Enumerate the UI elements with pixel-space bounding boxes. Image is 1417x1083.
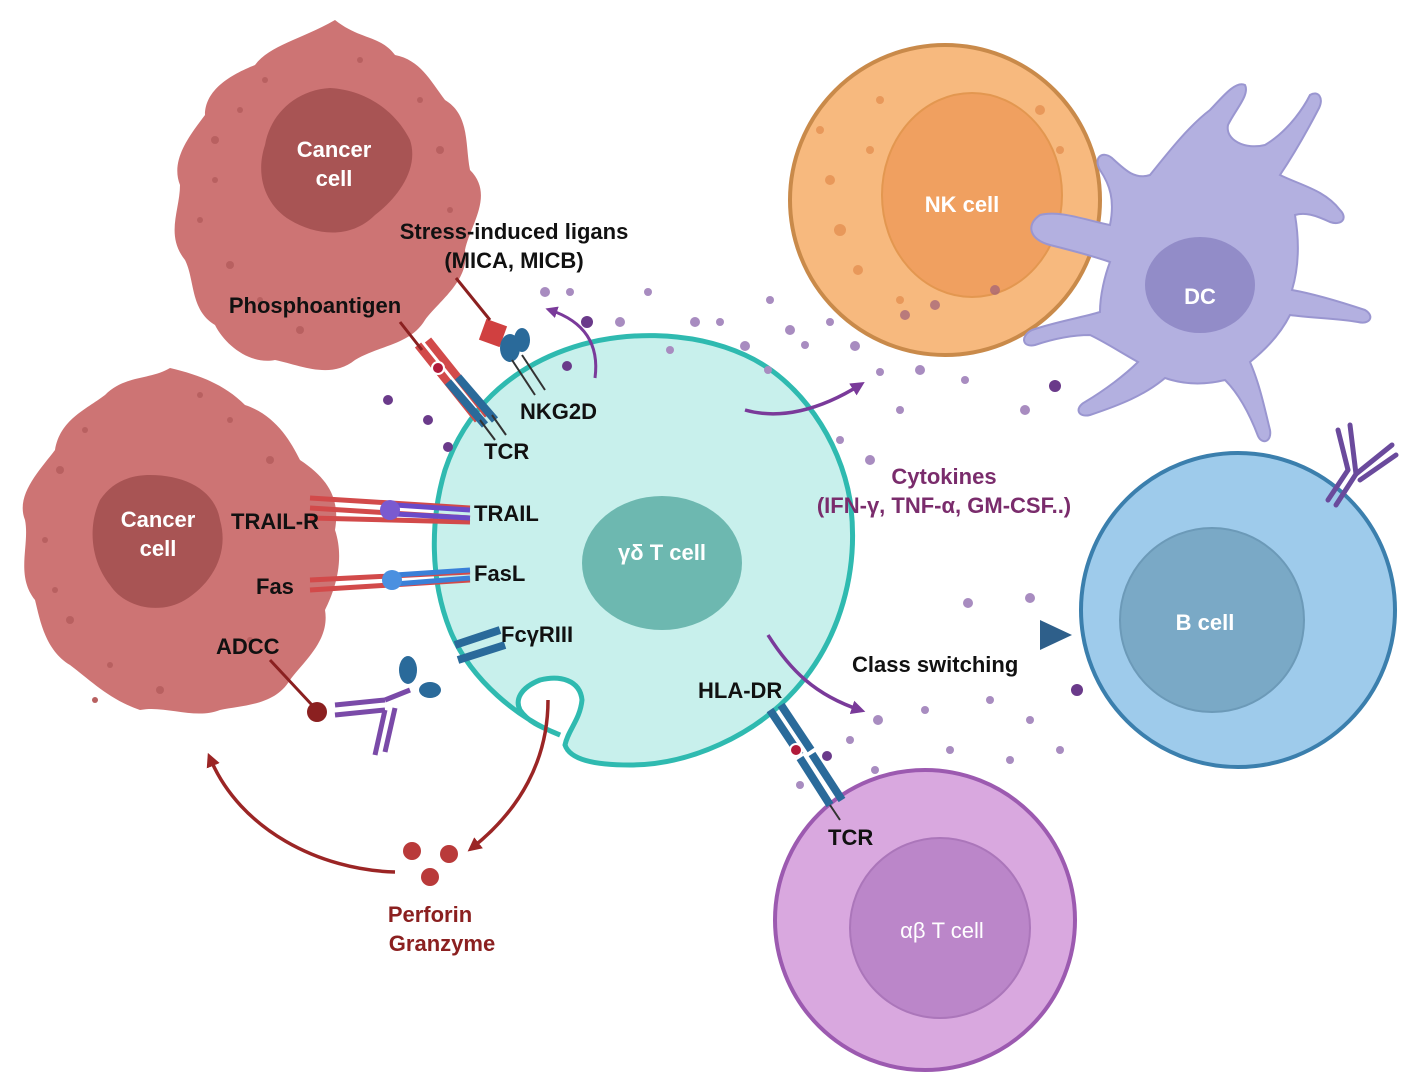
phosphoantigen-pointer xyxy=(398,321,424,351)
cancer-cell-top-granules xyxy=(197,57,453,334)
nk-cell: NK cell xyxy=(788,43,1102,357)
tcr-left-label: TCR xyxy=(484,439,529,464)
dendritic-cell: DC xyxy=(1023,83,1372,443)
b-cell-label: B cell xyxy=(1176,610,1235,635)
cancer-cell-left-granules xyxy=(42,392,274,703)
class-switching-label: Class switching xyxy=(852,652,1018,677)
cytokine-particles-dark xyxy=(383,316,1083,761)
fas-receptor xyxy=(309,567,471,593)
nk-cell-granules xyxy=(816,96,1064,304)
cancer-cell-top-nucleus xyxy=(261,88,413,233)
granzyme-label: Granzyme xyxy=(389,931,495,956)
trail-receptor xyxy=(309,495,471,525)
cancer-cell-left-label-2: cell xyxy=(140,536,177,561)
stress-ligands-label-1: Stress-induced ligans xyxy=(400,219,629,244)
cytokine-particles xyxy=(540,287,1064,789)
fas-label: Fas xyxy=(256,574,294,599)
trail-label: TRAIL xyxy=(474,501,539,526)
gd-t-cell-nucleus xyxy=(582,496,742,630)
nk-cell-nucleus xyxy=(881,92,1063,298)
nkg2d-receptor xyxy=(478,318,546,396)
gd-t-cell-label: γδ T cell xyxy=(618,540,706,565)
stress-ligands-label-2: (MICA, MICB) xyxy=(444,248,583,273)
arrow-to-nk-cell xyxy=(744,382,865,416)
cancer-cell-top-label-1: Cancer xyxy=(297,137,372,162)
fasl-label: FasL xyxy=(474,561,525,586)
adcc-pointer xyxy=(268,658,327,722)
arrow-to-cytokines-up xyxy=(545,306,598,379)
fcgriii-label: FcγRIII xyxy=(501,622,573,647)
ab-t-cell: αβ T cell xyxy=(773,768,1077,1072)
cancer-cell-top: Cancer cell xyxy=(174,20,481,371)
b-cell: B cell xyxy=(1079,422,1399,769)
nk-cell-dark-granules xyxy=(900,285,1000,320)
cancer-cell-left-nucleus xyxy=(92,475,223,608)
cancer-cell-top-label-2: cell xyxy=(316,166,353,191)
tcr-receptor-left xyxy=(414,337,507,441)
cytokines-label-2: (IFN-γ, TNF-α, GM-CSF..) xyxy=(817,493,1071,518)
stress-pointer xyxy=(454,277,492,321)
perforin-granules xyxy=(403,842,458,886)
trail-r-label: TRAIL-R xyxy=(231,509,319,534)
dendritic-cell-label: DC xyxy=(1184,284,1216,309)
cancer-cell-left-label-1: Cancer xyxy=(121,507,196,532)
ab-t-cell-nucleus xyxy=(849,837,1031,1019)
adcc-label: ADCC xyxy=(216,634,280,659)
nk-cell-label: NK cell xyxy=(925,192,1000,217)
hla-dr-label: HLA-DR xyxy=(698,678,782,703)
dendritic-cell-nucleus xyxy=(1145,237,1255,333)
cytokines-label-1: Cytokines xyxy=(891,464,996,489)
b-cell-receptor-icon xyxy=(1325,422,1399,508)
phosphoantigen-label: Phosphoantigen xyxy=(229,293,401,318)
b-cell-nucleus xyxy=(1119,527,1305,713)
gd-t-cell: γδ T cell xyxy=(431,333,855,768)
perforin-label: Perforin xyxy=(388,902,472,927)
ab-t-cell-label: αβ T cell xyxy=(900,918,984,943)
tcr-bottom-label: TCR xyxy=(828,825,873,850)
arrow-to-ab-t-cell xyxy=(766,634,866,714)
arrow-to-perforin xyxy=(467,699,550,852)
cancer-cell-left: Cancer cell xyxy=(22,368,340,714)
fcgriii-receptor xyxy=(334,626,507,756)
arrow-class-switching-head xyxy=(1040,620,1072,650)
hla-dr-receptor xyxy=(766,702,846,821)
nkg2d-label: NKG2D xyxy=(520,399,597,424)
arrow-perforin-to-cancer xyxy=(206,752,396,874)
